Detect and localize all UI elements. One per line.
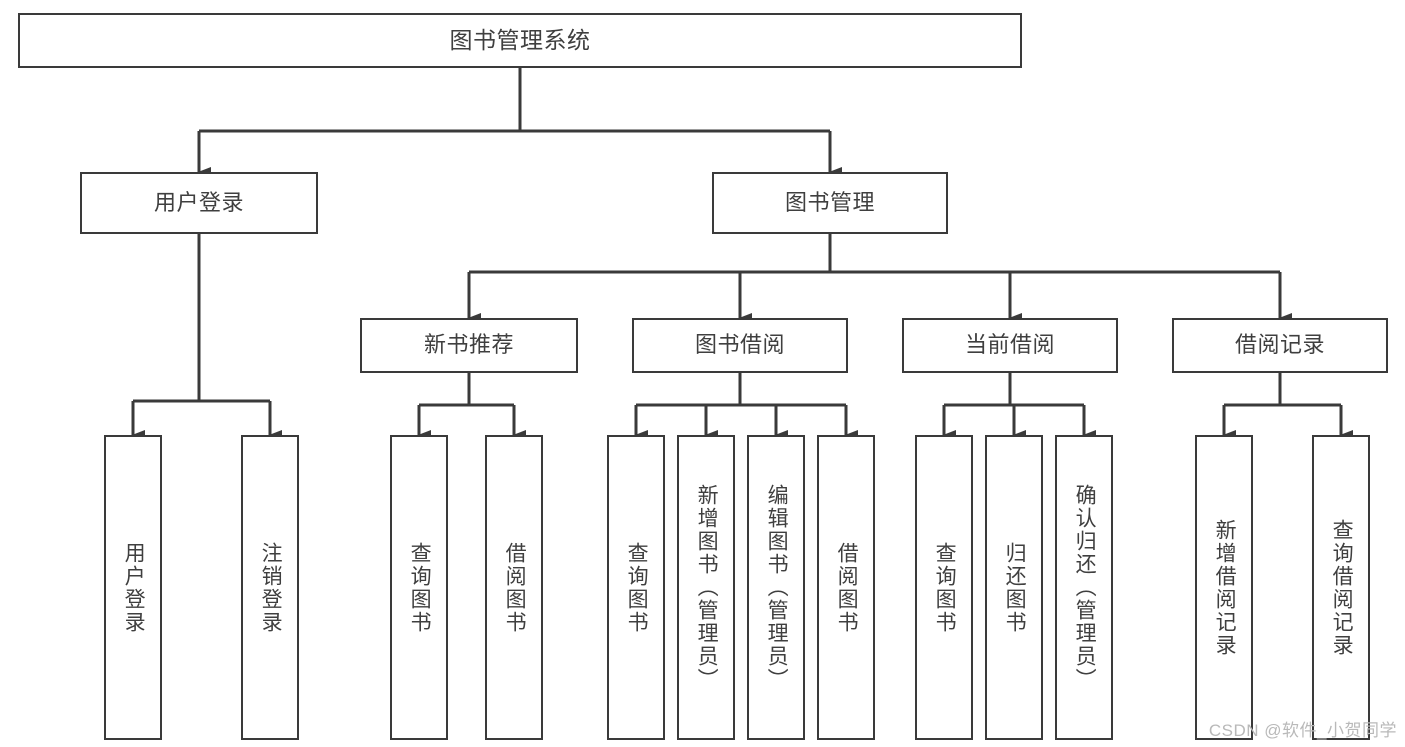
node-label-leaf-borrow-book-2: 借阅图书 <box>835 541 859 634</box>
node-book-manage[interactable]: 图书管理 <box>712 172 948 234</box>
node-leaf-query-book-3[interactable]: 查询图书 <box>915 435 973 740</box>
node-label-leaf-confirm-return: 确认归还（管理员） <box>1073 484 1097 691</box>
node-label-root: 图书管理系统 <box>449 26 591 53</box>
node-new-book-rec[interactable]: 新书推荐 <box>360 318 578 373</box>
node-label-leaf-add-record: 新增借阅记录 <box>1213 518 1237 657</box>
node-leaf-borrow-book-1[interactable]: 借阅图书 <box>485 435 543 740</box>
node-label-leaf-query-book-3: 查询图书 <box>933 541 957 634</box>
node-leaf-return-book[interactable]: 归还图书 <box>985 435 1043 740</box>
node-label-user-login: 用户登录 <box>153 189 244 215</box>
node-leaf-user-logout[interactable]: 注销登录 <box>241 435 299 740</box>
node-leaf-user-login[interactable]: 用户登录 <box>104 435 162 740</box>
node-label-leaf-user-login: 用户登录 <box>122 541 146 634</box>
node-label-borrow-record: 借阅记录 <box>1234 332 1325 358</box>
node-label-book-borrow: 图书借阅 <box>694 332 785 358</box>
node-book-borrow[interactable]: 图书借阅 <box>632 318 848 373</box>
node-root[interactable]: 图书管理系统 <box>18 13 1022 68</box>
node-label-leaf-query-book-1: 查询图书 <box>408 541 432 634</box>
node-label-leaf-query-record: 查询借阅记录 <box>1330 518 1354 657</box>
node-label-book-manage: 图书管理 <box>784 189 875 215</box>
node-label-leaf-borrow-book-1: 借阅图书 <box>503 541 527 634</box>
csdn-watermark: CSDN @软件_小贺同学 <box>1208 721 1397 740</box>
node-leaf-edit-book[interactable]: 编辑图书（管理员） <box>747 435 805 740</box>
node-borrow-record[interactable]: 借阅记录 <box>1172 318 1388 373</box>
node-leaf-query-record[interactable]: 查询借阅记录 <box>1312 435 1370 740</box>
node-label-leaf-query-book-2: 查询图书 <box>625 541 649 634</box>
node-label-new-book-rec: 新书推荐 <box>423 332 514 358</box>
node-current-borrow[interactable]: 当前借阅 <box>902 318 1118 373</box>
node-label-leaf-edit-book: 编辑图书（管理员） <box>765 484 789 691</box>
node-label-leaf-return-book: 归还图书 <box>1003 541 1027 634</box>
node-leaf-borrow-book-2[interactable]: 借阅图书 <box>817 435 875 740</box>
node-label-leaf-user-logout: 注销登录 <box>259 541 283 634</box>
node-user-login[interactable]: 用户登录 <box>80 172 318 234</box>
node-leaf-confirm-return[interactable]: 确认归还（管理员） <box>1055 435 1113 740</box>
node-leaf-query-book-2[interactable]: 查询图书 <box>607 435 665 740</box>
node-label-leaf-add-book: 新增图书（管理员） <box>695 484 719 691</box>
node-leaf-add-book[interactable]: 新增图书（管理员） <box>677 435 735 740</box>
node-label-current-borrow: 当前借阅 <box>964 332 1055 358</box>
node-leaf-query-book-1[interactable]: 查询图书 <box>390 435 448 740</box>
node-leaf-add-record[interactable]: 新增借阅记录 <box>1195 435 1253 740</box>
